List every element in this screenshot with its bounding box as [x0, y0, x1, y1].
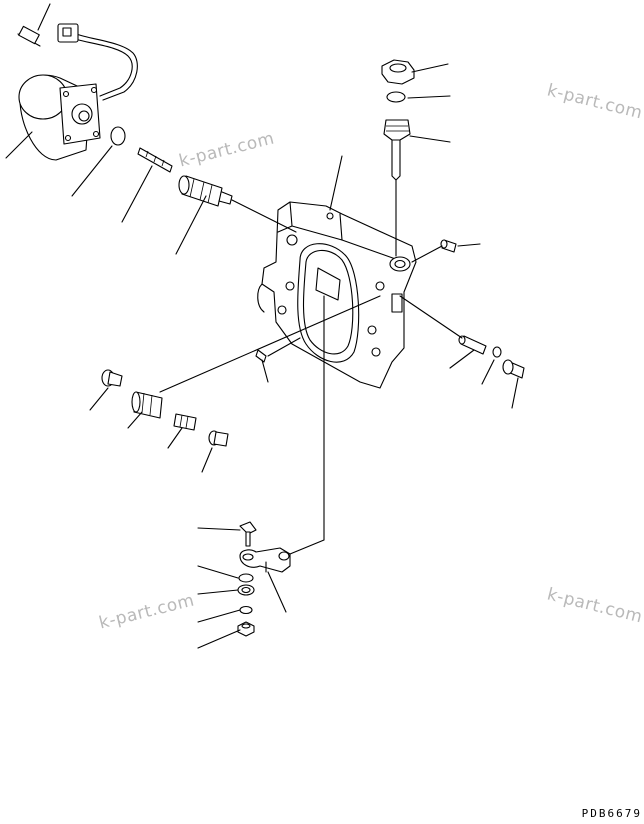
small-o-ring [386, 91, 406, 103]
plug-screw-right [440, 239, 457, 253]
valve-body [257, 201, 417, 389]
assembly-guide-lines [159, 179, 463, 555]
spool-pin [137, 147, 173, 173]
collar [237, 584, 255, 596]
pin-right [458, 335, 487, 355]
leader-lines [5, 3, 519, 649]
nut [237, 621, 255, 637]
solenoid-assembly [17, 23, 138, 161]
plug-left [101, 369, 123, 387]
small-ring-right [492, 346, 502, 358]
plug-screw-left [208, 430, 229, 447]
small-spring [173, 413, 197, 431]
bolt [239, 521, 257, 547]
lever [239, 547, 291, 573]
washer [238, 573, 254, 583]
drawing-code: PDB6679 [581, 807, 642, 820]
lock-nut [381, 59, 415, 85]
spool [178, 175, 233, 207]
spring [131, 391, 163, 419]
spring-washer [239, 605, 253, 615]
o-ring [110, 126, 126, 146]
adjust-plug [383, 119, 411, 181]
plug-right [502, 359, 525, 379]
set-screw [255, 349, 267, 363]
